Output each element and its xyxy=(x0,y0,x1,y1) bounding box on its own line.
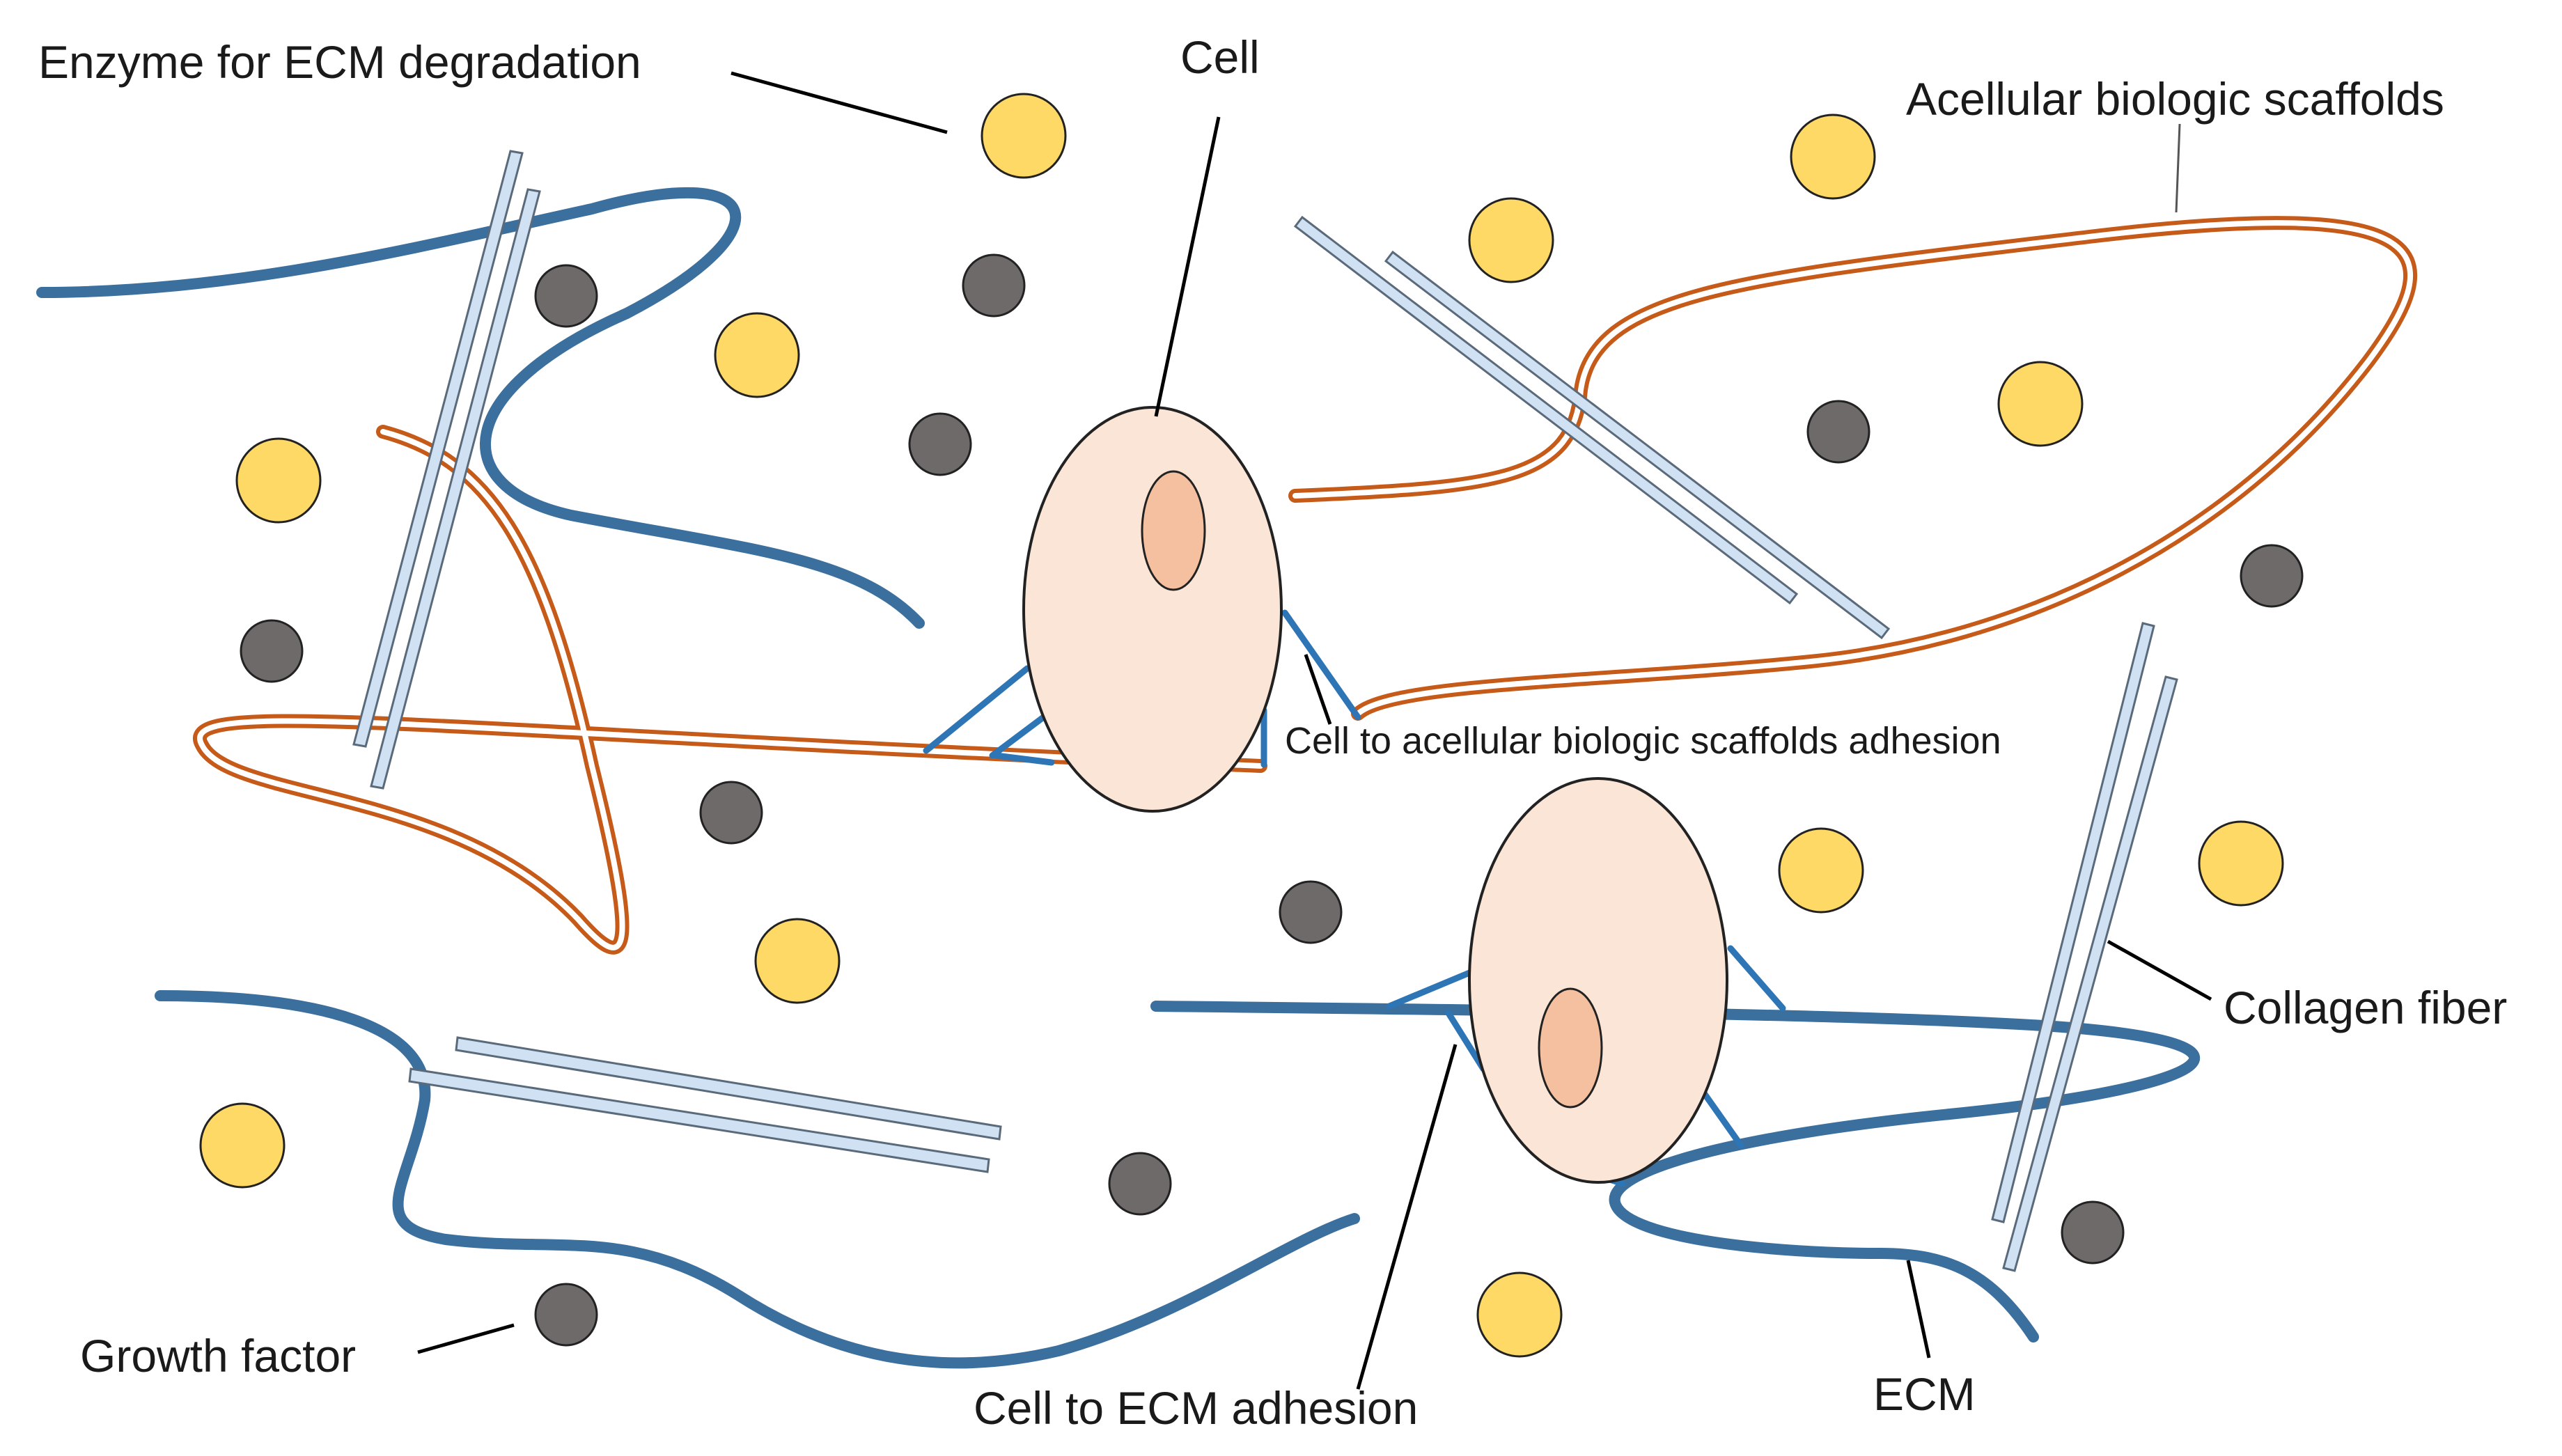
collagen-fibers xyxy=(352,150,2178,1272)
scaffolds xyxy=(193,216,2418,955)
growth-factor-particle xyxy=(1279,880,1343,944)
enzyme-particle xyxy=(2198,820,2284,907)
cell-2 xyxy=(1468,777,1728,1184)
leader-collagen xyxy=(2107,939,2212,1001)
adhesion-link xyxy=(992,752,1055,766)
growth-factor-particle xyxy=(908,412,972,476)
enzymes xyxy=(199,93,2284,1358)
leader-lines xyxy=(417,71,2212,1390)
collagen-fiber xyxy=(1293,215,1799,605)
label-cell: Cell xyxy=(1180,31,1260,83)
adhesion-link xyxy=(1727,945,1786,1012)
leader-ecm xyxy=(1906,1260,1931,1359)
label-ecm: ECM xyxy=(1873,1368,1976,1420)
label-scaffolds: Acellular biologic scaffolds xyxy=(1906,73,2444,125)
enzyme-particle xyxy=(754,918,841,1004)
growth-factor-particle xyxy=(1108,1152,1172,1216)
growth-factor-particle xyxy=(699,781,763,845)
scaffold-loop-right-inner xyxy=(1292,220,2414,717)
label-scaffold-adhesion: Cell to acellular biologic scaffolds adh… xyxy=(1285,720,2001,762)
leader-enzyme xyxy=(731,71,948,134)
enzyme-particle xyxy=(235,437,322,524)
growth-factor-particle xyxy=(2240,544,2304,608)
collagen-fiber xyxy=(370,188,541,790)
collagen-fiber xyxy=(352,150,524,748)
adhesion-link xyxy=(923,665,1031,754)
adhesion-link xyxy=(1386,968,1476,1010)
growth-factor-particle xyxy=(1806,400,1870,464)
adhesion-link xyxy=(989,710,1052,759)
enzyme-particle xyxy=(1997,361,2084,447)
label-collagen: Collagen fiber xyxy=(2224,982,2507,1033)
collagen-fiber xyxy=(1991,622,2155,1223)
adhesion-link xyxy=(1445,1010,1487,1072)
collagen-fiber xyxy=(455,1036,1002,1141)
cell-2-nucleus xyxy=(1538,987,1603,1109)
adhesion-link xyxy=(1281,609,1361,721)
enzyme-particle xyxy=(1476,1271,1563,1358)
enzyme-particle xyxy=(981,93,1067,179)
ecm-fiber-bottom-right xyxy=(1150,1001,2200,1343)
growth-factor-particle xyxy=(962,253,1026,318)
cell-1 xyxy=(1022,406,1283,813)
enzyme-particle xyxy=(1468,197,1554,283)
leader-growth-factor xyxy=(417,1323,515,1354)
adhesion-link xyxy=(1696,1083,1744,1149)
enzyme-particle xyxy=(199,1102,286,1189)
leader-scaffolds xyxy=(2175,123,2181,213)
cell-1-body xyxy=(1022,406,1283,813)
label-enzyme: Enzyme for ECM degradation xyxy=(38,36,641,88)
adhesions xyxy=(923,609,1786,1187)
cell-2-body xyxy=(1468,777,1728,1184)
growth-factor-particle xyxy=(534,1283,598,1347)
label-growth-factor: Growth factor xyxy=(80,1330,356,1381)
leader-scaffold-adhesion xyxy=(1304,654,1332,725)
enzyme-particle xyxy=(1778,827,1864,914)
collagen-fiber xyxy=(408,1067,990,1173)
cell-1-nucleus xyxy=(1141,470,1206,591)
labels: Enzyme for ECM degradation Cell Acellula… xyxy=(38,31,2507,1434)
label-ecm-adhesion: Cell to ECM adhesion xyxy=(974,1382,1418,1434)
ecm-fibers xyxy=(36,187,2200,1369)
enzyme-particle xyxy=(1790,113,1876,200)
growth-factor-particle xyxy=(2061,1200,2125,1265)
enzyme-particle xyxy=(714,312,800,398)
collagen-fiber xyxy=(1384,250,1891,640)
scaffold-loop-left-inner xyxy=(197,429,1263,950)
growth-factor-particle xyxy=(534,264,598,328)
ecm-fiber-bottom-left xyxy=(155,990,1360,1369)
scaffold-loop-right-outer xyxy=(1288,216,2418,721)
collagen-fiber xyxy=(2002,675,2178,1272)
leader-ecm-adhesion xyxy=(1356,1044,1458,1390)
leader-cell xyxy=(1154,116,1221,417)
growth-factors xyxy=(240,253,2304,1347)
growth-factor-particle xyxy=(240,619,304,683)
ecm-fiber-top-left xyxy=(36,187,925,629)
